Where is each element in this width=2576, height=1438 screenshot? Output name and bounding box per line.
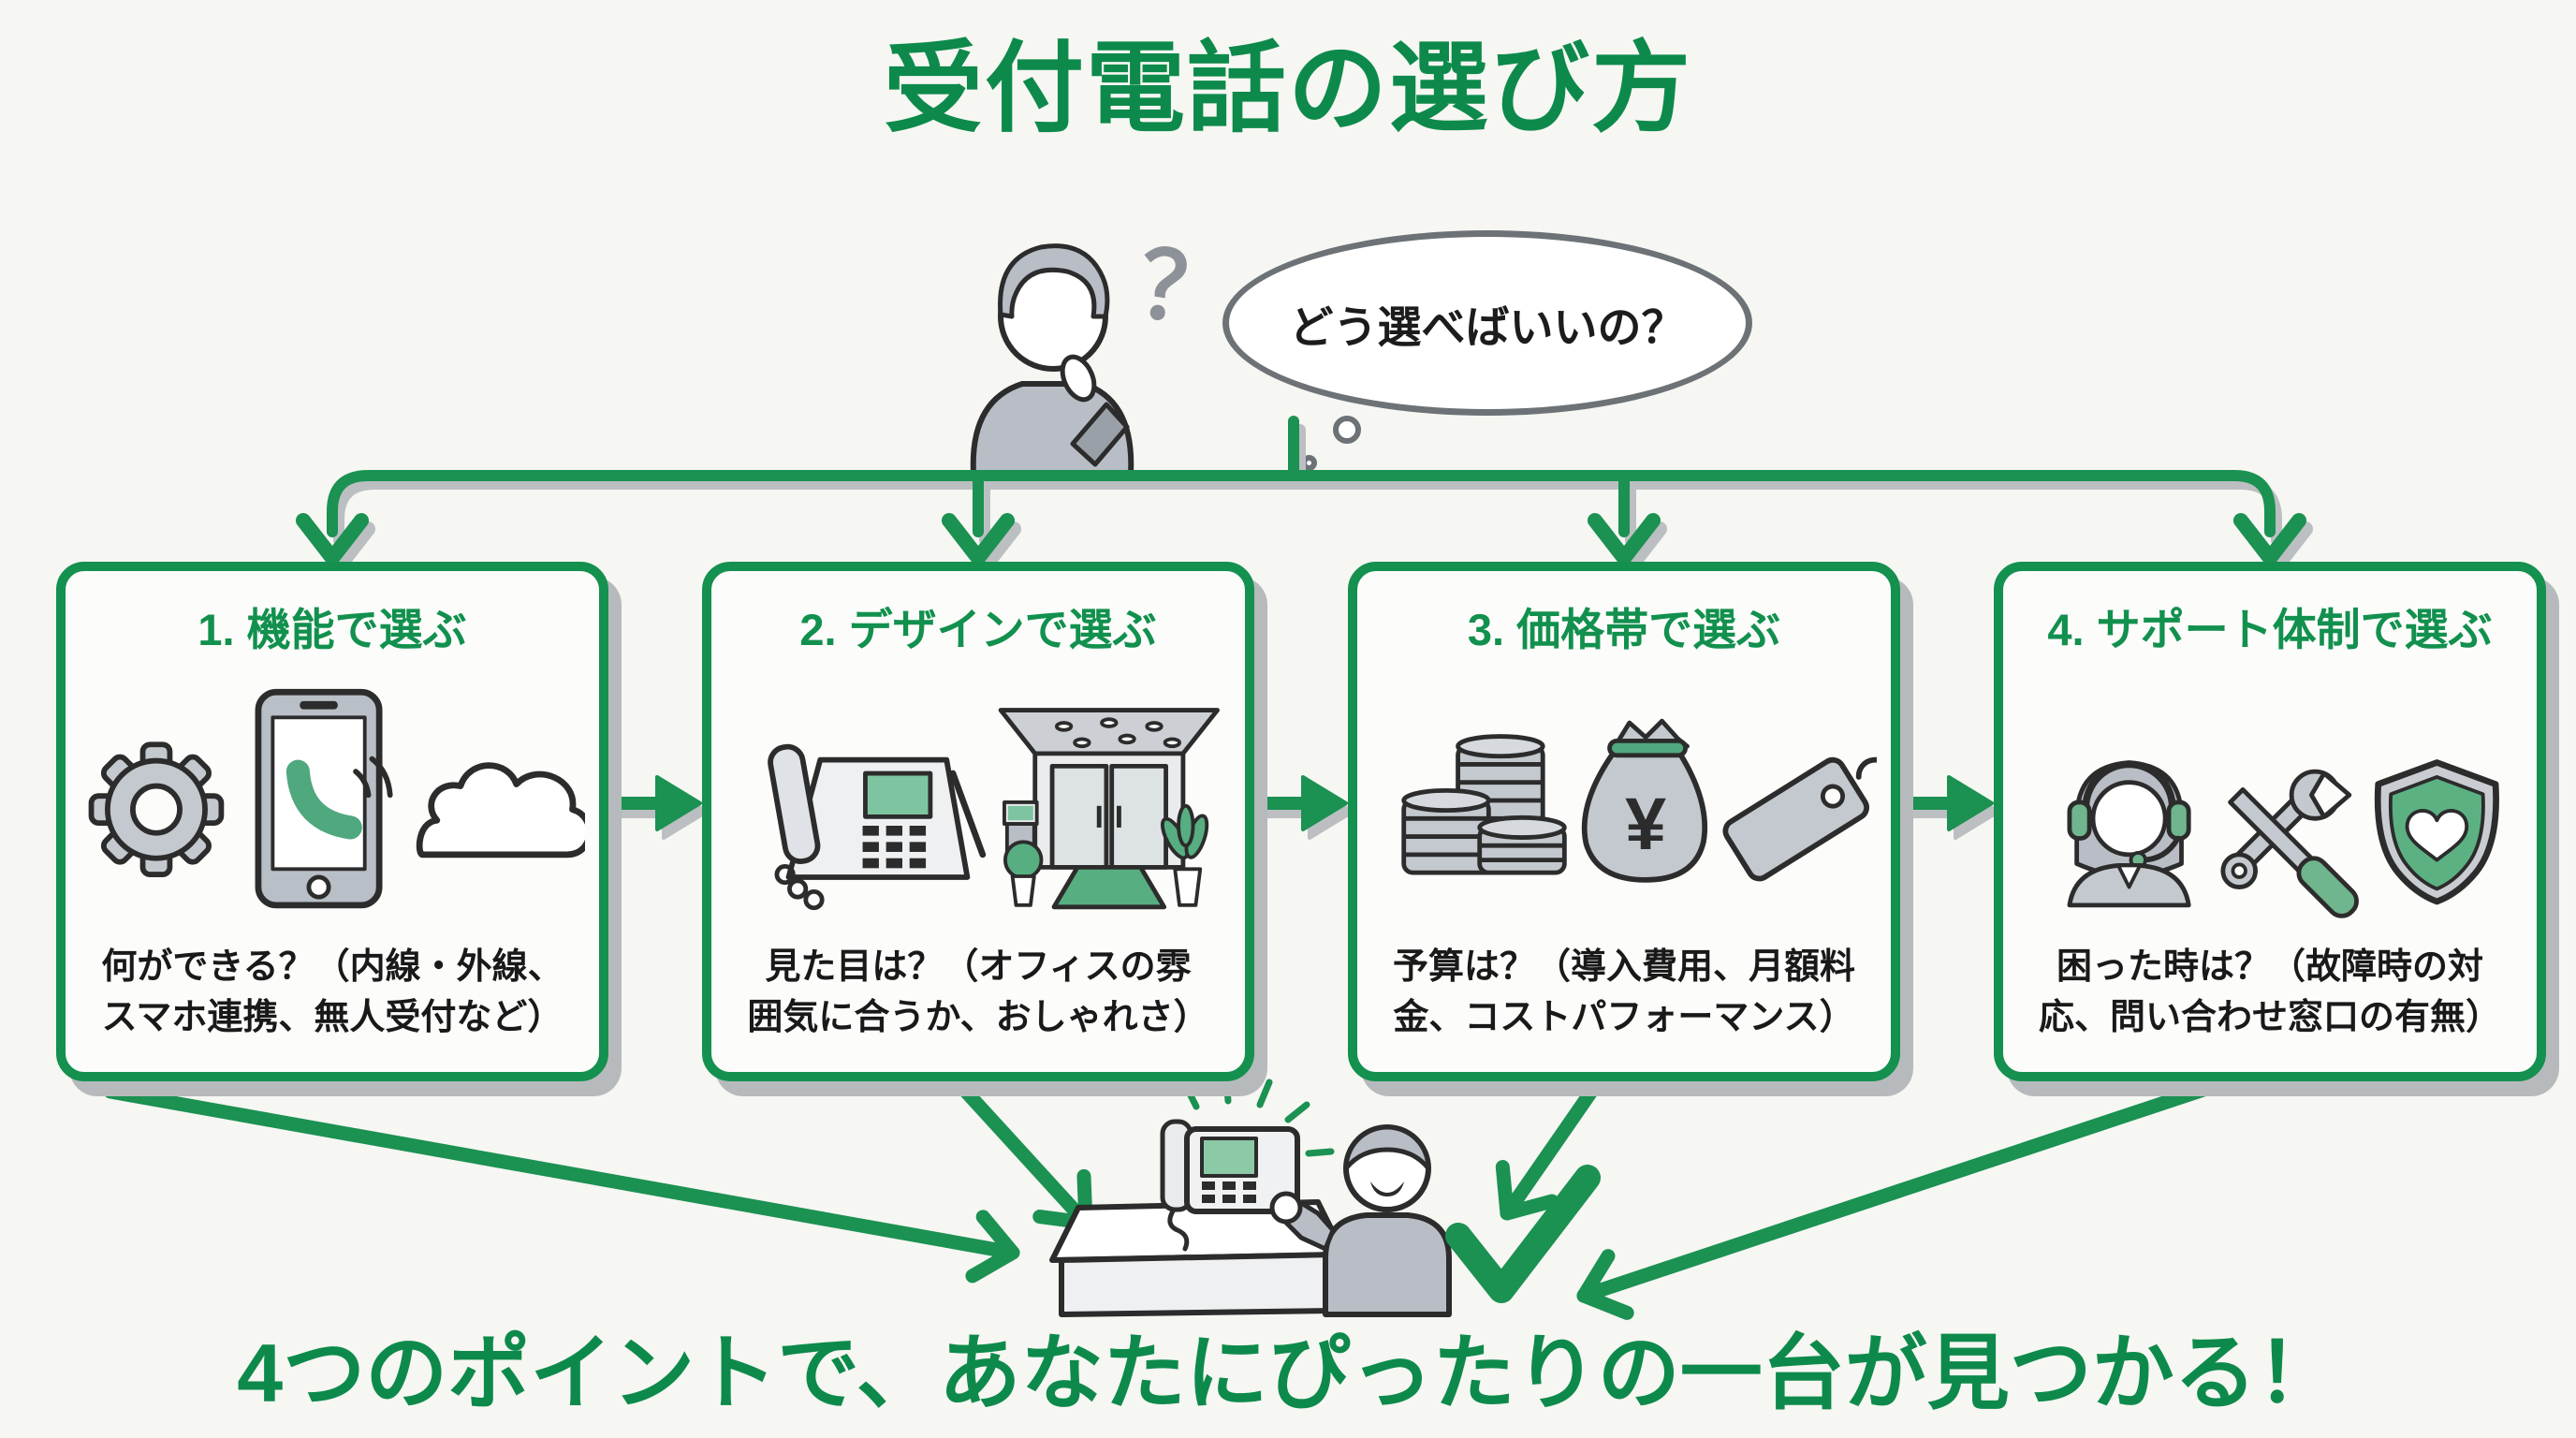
- option-box-support: 4. サポート体制で選ぶ: [1994, 562, 2546, 1081]
- desk-phone-icon: [768, 743, 987, 911]
- money-bag-icon: ¥: [1581, 718, 1708, 883]
- check-mark-icon: [1445, 1165, 1601, 1303]
- page-title: 受付電話の選び方: [884, 34, 1692, 144]
- price-tag-icon: [1722, 756, 1877, 882]
- box2-body: 見た目は？（オフィスの雰 囲気に合うか、おしゃれさ）: [747, 947, 1209, 1038]
- box3-body: 予算は？（導入費用、月額料 金、コストパフォーマンス）: [1392, 947, 1855, 1038]
- coin-stack-icon: [1401, 734, 1567, 875]
- ringing-phone-icon: [1160, 1073, 1335, 1252]
- shield-heart-icon: [2374, 759, 2499, 905]
- option-box-function: 1. 機能で選ぶ: [56, 562, 608, 1081]
- support-operator-icon: [2067, 760, 2191, 908]
- thought-bubble-text: どう選べばいいの？: [1289, 301, 1686, 352]
- box4-header: 4. サポート体制で選ぶ: [2047, 605, 2493, 654]
- converging-arrows: [103, 1082, 2211, 1320]
- option-box-price: 3. 価格帯で選ぶ: [1348, 562, 1900, 1081]
- smiling-person: [1269, 1124, 1452, 1317]
- smartphone-call-icon: [255, 688, 393, 909]
- cloud-icon: [416, 762, 585, 858]
- thinking-person-illustration: [970, 243, 1134, 477]
- repair-tools-icon: [2220, 769, 2359, 918]
- box4-body: 困った時は？（故障時の対 応、問い合わせ窓口の有無）: [2038, 947, 2501, 1038]
- box2-header: 2. デザインで選ぶ: [799, 605, 1157, 654]
- box3-icons: ¥: [1357, 658, 1891, 943]
- box2-icons: [711, 658, 1245, 943]
- box1-body: 何ができる？（内線・外線、 スマホ連携、無人受付など）: [101, 947, 564, 1038]
- thought-bubble: どう選べばいいの？: [1222, 230, 1752, 416]
- yen-symbol: ¥: [1625, 782, 1666, 865]
- box3-header: 3. 価格帯で選ぶ: [1467, 605, 1781, 654]
- option-box-design: 2. デザインで選ぶ: [702, 562, 1254, 1081]
- box4-icons: [2003, 658, 2537, 943]
- box1-header: 1. 機能で選ぶ: [198, 605, 467, 654]
- bottom-headline: 4つのポイントで、あなたにぴったりの一台が見つかる！: [237, 1327, 2339, 1419]
- office-entrance-icon: [998, 708, 1220, 910]
- box1-icons: [66, 658, 599, 943]
- bubble-tail-dot-large: [1333, 416, 1361, 444]
- gear-icon: [88, 741, 225, 878]
- result-illustration: [1049, 1073, 1601, 1317]
